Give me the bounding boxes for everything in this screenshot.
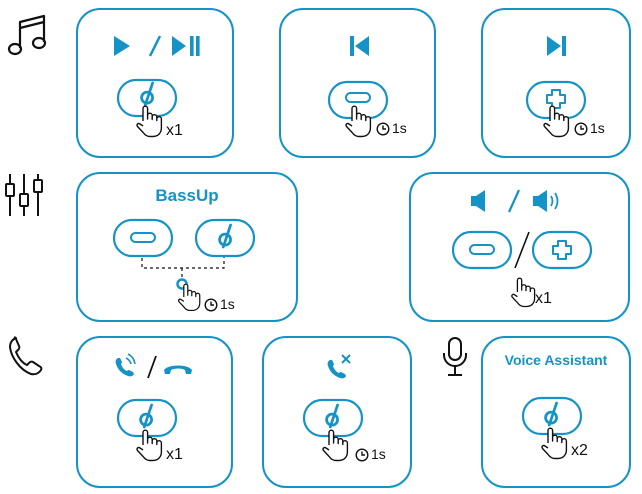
hold-duration-label: 1s	[220, 296, 235, 312]
tap-count-label: x2	[571, 442, 588, 460]
plus-button-icon[interactable]	[531, 230, 593, 270]
reject-call-card: 1s	[262, 336, 412, 488]
clock-icon	[574, 122, 588, 136]
music-note-icon	[6, 12, 50, 58]
logo-icon	[322, 402, 344, 430]
voice-assistant-card: Voice Assistant x2	[481, 336, 631, 488]
play-pause-icon	[172, 36, 200, 56]
logo-icon	[215, 222, 237, 250]
microphone-icon	[440, 336, 470, 380]
voice-assistant-title: Voice Assistant	[483, 352, 629, 368]
phone-icon	[6, 334, 46, 378]
hand-pointer-icon	[343, 104, 373, 138]
logo-icon	[136, 402, 158, 430]
minus-button-icon[interactable]	[451, 230, 513, 270]
hand-pointer-icon	[176, 282, 202, 312]
tap-count-label: x1	[535, 290, 552, 308]
volume-divider	[511, 228, 533, 272]
end-call-icon	[164, 366, 192, 375]
hand-pointer-icon	[320, 428, 350, 462]
volume-controls	[467, 186, 577, 216]
hand-pointer-icon	[134, 428, 164, 462]
clock-icon	[355, 448, 369, 462]
bassup-card: BassUp 1s	[76, 172, 298, 322]
play-pause-card: x1	[76, 8, 234, 158]
volume-up-icon	[533, 190, 558, 212]
hold-duration-label: 1s	[392, 120, 407, 136]
volume-card: x1	[409, 172, 630, 322]
hand-pointer-icon	[509, 276, 537, 308]
minus-button-icon[interactable]	[112, 218, 174, 258]
equalizer-icon	[4, 172, 50, 218]
clock-icon	[204, 298, 218, 312]
volume-down-icon	[471, 190, 485, 212]
hold-duration-label: 1s	[590, 120, 605, 136]
clock-icon	[376, 122, 390, 136]
previous-track-icon	[347, 32, 373, 60]
hand-pointer-icon	[134, 104, 164, 138]
tap-count-label: x1	[166, 122, 183, 140]
call-controls	[112, 352, 204, 382]
tap-count-label: x1	[166, 446, 183, 464]
hand-pointer-icon	[541, 104, 571, 138]
next-track-icon	[543, 32, 569, 60]
hand-pointer-icon	[539, 426, 569, 460]
reject-call-icon	[324, 352, 354, 382]
previous-track-card: 1s	[279, 8, 436, 158]
hold-duration-label: 1s	[371, 446, 386, 462]
play-pause-controls	[110, 32, 202, 60]
answer-end-call-card: x1	[76, 336, 233, 488]
incoming-call-icon	[116, 354, 135, 376]
next-track-card: 1s	[481, 8, 631, 158]
play-icon	[114, 36, 130, 56]
logo-icon	[541, 400, 563, 428]
